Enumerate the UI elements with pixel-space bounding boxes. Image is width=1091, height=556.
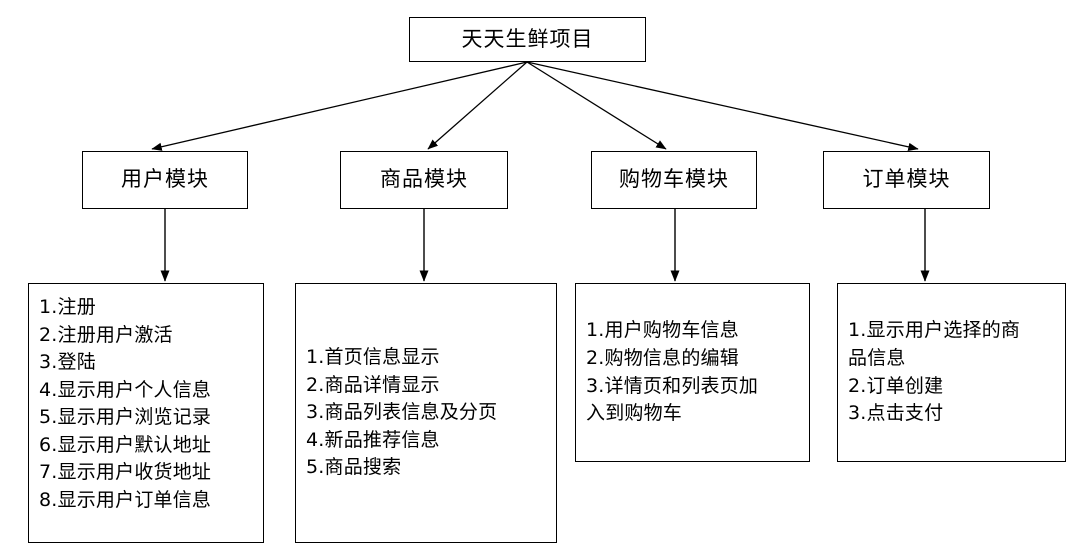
- module-node-product[interactable]: 商品模块: [340, 151, 508, 209]
- list-item: 5.商品搜索: [306, 456, 402, 479]
- list-item: 4.新品推荐信息: [306, 428, 440, 451]
- module-node-user-label: 用户模块: [121, 167, 209, 192]
- list-item: 3.点击支付: [848, 402, 944, 425]
- list-item: 3.商品列表信息及分页: [306, 401, 498, 424]
- module-node-cart[interactable]: 购物车模块: [591, 151, 757, 209]
- list-item: 5.显示用户浏览记录: [39, 406, 212, 429]
- list-item: 1.首页信息显示: [306, 346, 440, 369]
- connector-root-to-product: [427, 61, 528, 150]
- list-item: 2.订单创建: [848, 374, 944, 397]
- list-item: 2.注册用户激活: [39, 323, 173, 346]
- root-to-modules-connectors: [151, 61, 919, 151]
- detail-node-cart[interactable]: 1.用户购物车信息 2.购物信息的编辑 3.详情页和列表页加 入到购物车: [575, 283, 810, 462]
- module-node-user[interactable]: 用户模块: [82, 151, 248, 209]
- connector-root-to-order: [526, 61, 919, 151]
- detail-node-user[interactable]: 1.注册 2.注册用户激活 3.登陆 4.显示用户个人信息 5.显示用户浏览记录…: [28, 283, 264, 543]
- list-item: 8.显示用户订单信息: [39, 488, 212, 511]
- connector-root-to-cart: [526, 61, 667, 150]
- list-item: 3.详情页和列表页加 入到购物车: [586, 374, 759, 425]
- module-node-order[interactable]: 订单模块: [823, 151, 990, 209]
- list-item: 4.显示用户个人信息: [39, 378, 212, 401]
- list-item: 1.显示用户选择的商 品信息: [848, 319, 1021, 369]
- list-item: 2.商品详情显示: [306, 373, 440, 396]
- list-item: 1.用户购物车信息: [586, 319, 739, 342]
- list-item: 1.注册: [39, 296, 96, 318]
- detail-node-order[interactable]: 1.显示用户选择的商 品信息 2.订单创建 3.点击支付: [837, 283, 1066, 462]
- module-node-order-label: 订单模块: [862, 167, 951, 192]
- detail-node-product[interactable]: 1.首页信息显示 2.商品详情显示 3.商品列表信息及分页 4.新品推荐信息 5…: [295, 283, 557, 543]
- root-node-project[interactable]: 天天生鲜项目: [409, 17, 646, 62]
- module-to-detail-connectors: [160, 209, 930, 282]
- root-node-label: 天天生鲜项目: [461, 26, 594, 51]
- list-item: 6.显示用户默认地址: [39, 433, 212, 456]
- module-node-cart-label: 购物车模块: [619, 167, 729, 192]
- connector-root-to-user: [151, 61, 528, 151]
- list-item: 2.购物信息的编辑: [586, 346, 739, 369]
- module-node-product-label: 商品模块: [380, 167, 468, 192]
- list-item: 7.显示用户收货地址: [39, 461, 212, 484]
- list-item: 3.登陆: [39, 351, 96, 374]
